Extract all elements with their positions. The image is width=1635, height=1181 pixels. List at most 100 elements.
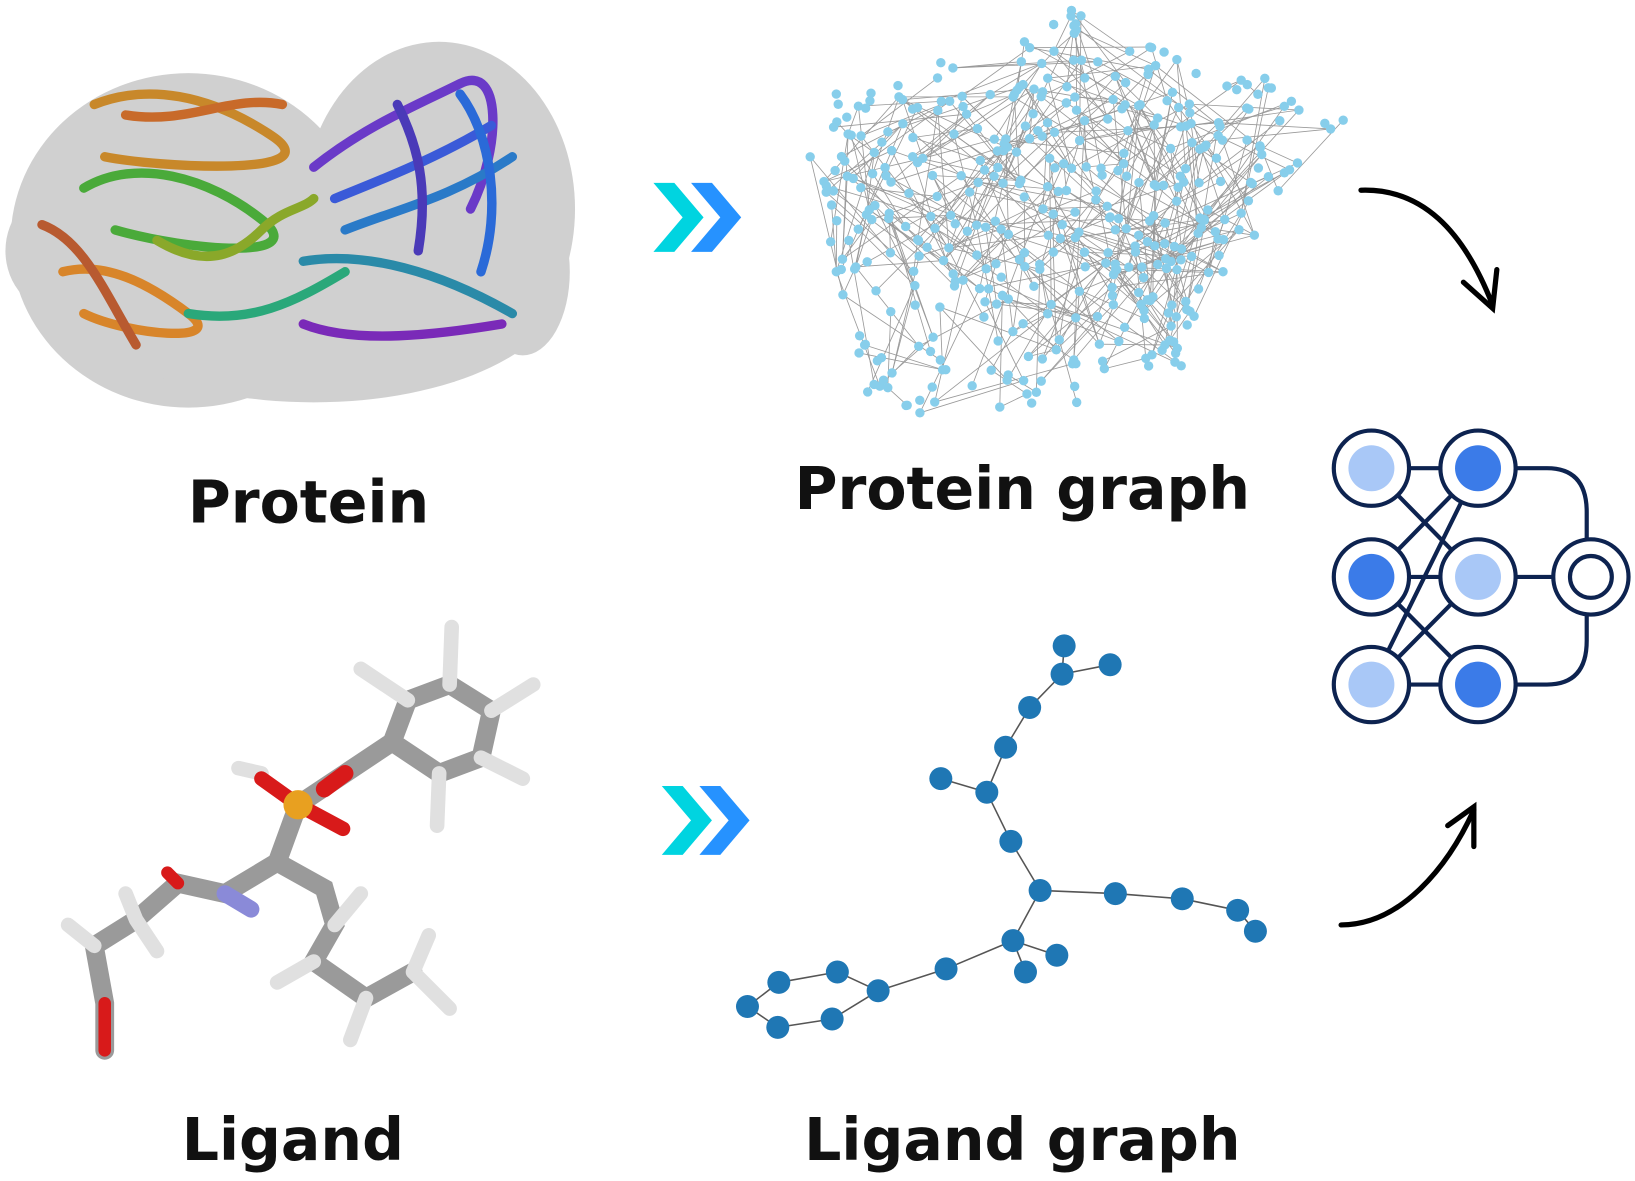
protein-graph-node <box>1193 284 1204 294</box>
protein-graph-node <box>1124 262 1134 272</box>
protein-graph-node <box>1081 162 1091 172</box>
protein-graph-node <box>1008 326 1018 337</box>
protein-graph-node <box>973 177 983 188</box>
protein-graph-node <box>1187 137 1197 148</box>
ligand-graph-node <box>1170 887 1194 911</box>
protein-graph-node <box>1096 163 1106 173</box>
protein-graph-node <box>1148 211 1159 221</box>
protein-graph-node <box>1101 258 1111 268</box>
protein-graph-node <box>832 216 842 226</box>
protein-graph-node <box>1043 73 1053 83</box>
protein-graph-edge <box>980 160 1048 188</box>
protein-graph-edge <box>888 214 951 219</box>
protein-graph-edge <box>1152 215 1155 297</box>
protein-graph-edge <box>955 211 1076 282</box>
protein-graph-node <box>1338 115 1348 125</box>
protein-graph-edge <box>993 63 1043 140</box>
protein-graph-edge <box>1138 246 1175 293</box>
protein-graph-edge <box>1153 215 1202 228</box>
protein-graph-node <box>941 365 951 375</box>
protein-graph-edge <box>984 263 997 302</box>
protein-graph-node <box>958 101 968 112</box>
double-chevron-right-icon <box>653 182 742 252</box>
protein-graph-node <box>1076 55 1087 65</box>
protein-graph <box>805 5 1348 418</box>
protein-graph-edge <box>1048 234 1085 253</box>
protein-graph-node <box>1091 195 1101 205</box>
protein-graph-node <box>1176 244 1187 254</box>
protein-graph-edge <box>1218 122 1331 130</box>
protein-graph-edge <box>1199 148 1251 183</box>
protein-graph-node <box>991 259 1001 269</box>
protein-graph-node <box>979 165 990 175</box>
protein-graph-node <box>972 250 982 260</box>
protein-graph-node <box>1179 177 1189 187</box>
protein-graph-edge <box>847 106 859 135</box>
protein-graph-node <box>870 200 880 211</box>
protein-graph-node <box>881 170 891 181</box>
protein-graph-node <box>1159 47 1169 57</box>
protein-graph-node <box>983 284 994 294</box>
protein-graph-node <box>1011 147 1022 157</box>
protein-graph-node <box>1097 356 1108 366</box>
protein-graph-node <box>912 235 923 245</box>
protein-graph-node <box>974 283 985 294</box>
protein-graph-node <box>949 129 959 139</box>
protein-graph-node <box>826 200 837 210</box>
protein-graph-node <box>1163 308 1174 318</box>
protein-graph-node <box>1110 264 1121 274</box>
protein-graph-node <box>1046 299 1056 310</box>
ligand-graph-node <box>735 994 759 1018</box>
protein-graph-edge <box>1121 108 1158 119</box>
protein-graph-node <box>1069 355 1079 365</box>
protein-graph-edge <box>1008 298 1119 342</box>
protein-graph-node <box>1245 177 1256 188</box>
protein-graph-node <box>901 400 911 411</box>
protein-graph-node <box>1024 133 1035 144</box>
protein-graph-node <box>1218 234 1229 245</box>
ligand-label: Ligand <box>182 1106 404 1174</box>
protein-graph-node <box>1037 58 1047 69</box>
protein-graph-edge <box>948 191 971 248</box>
protein-graph-node <box>914 341 924 351</box>
protein-graph-node <box>1243 196 1254 206</box>
protein-graph-node <box>1029 84 1039 94</box>
protein-graph-edge <box>917 94 1015 163</box>
ligand-graph-node <box>1052 634 1076 658</box>
protein-graph-node <box>1199 214 1209 224</box>
protein-graph-node <box>1118 159 1129 169</box>
protein-graph-edge <box>1058 237 1076 340</box>
protein-graph-node <box>886 177 896 187</box>
protein-graph-node <box>859 340 870 350</box>
ligand-structure-image <box>60 619 541 1060</box>
protein-graph-label: Protein graph <box>795 455 1250 523</box>
ligand-graph-node <box>975 780 999 804</box>
protein-graph-edge <box>971 259 1020 386</box>
protein-graph-edge <box>855 214 867 268</box>
protein-graph-edge <box>841 100 950 157</box>
protein-graph-node <box>887 368 897 378</box>
protein-graph-edge <box>1099 343 1165 346</box>
protein-graph-edge <box>1006 304 1052 381</box>
protein-graph-edge <box>1207 209 1255 236</box>
protein-graph-node <box>991 299 1002 309</box>
protein-graph-node <box>1139 313 1150 324</box>
protein-graph-node <box>998 178 1008 188</box>
protein-graph-edge <box>1171 229 1240 306</box>
protein-graph-node <box>914 251 924 261</box>
protein-graph-edge <box>891 123 904 151</box>
protein-graph-node <box>897 94 908 105</box>
protein-graph-edge <box>1181 146 1205 250</box>
protein-graph-node <box>900 221 911 232</box>
protein-graph-node <box>1210 227 1221 237</box>
protein-graph-node <box>1203 267 1214 278</box>
protein-graph-node <box>1201 140 1211 150</box>
protein-graph-node <box>1284 165 1295 175</box>
protein-graph-node <box>993 162 1003 173</box>
protein-graph-edge <box>1000 229 1014 332</box>
protein-graph-node <box>915 395 925 406</box>
protein-graph-node <box>1143 69 1153 80</box>
protein-graph-node <box>950 276 961 286</box>
protein-graph-node <box>1051 345 1061 355</box>
protein-graph-node <box>1069 28 1079 39</box>
